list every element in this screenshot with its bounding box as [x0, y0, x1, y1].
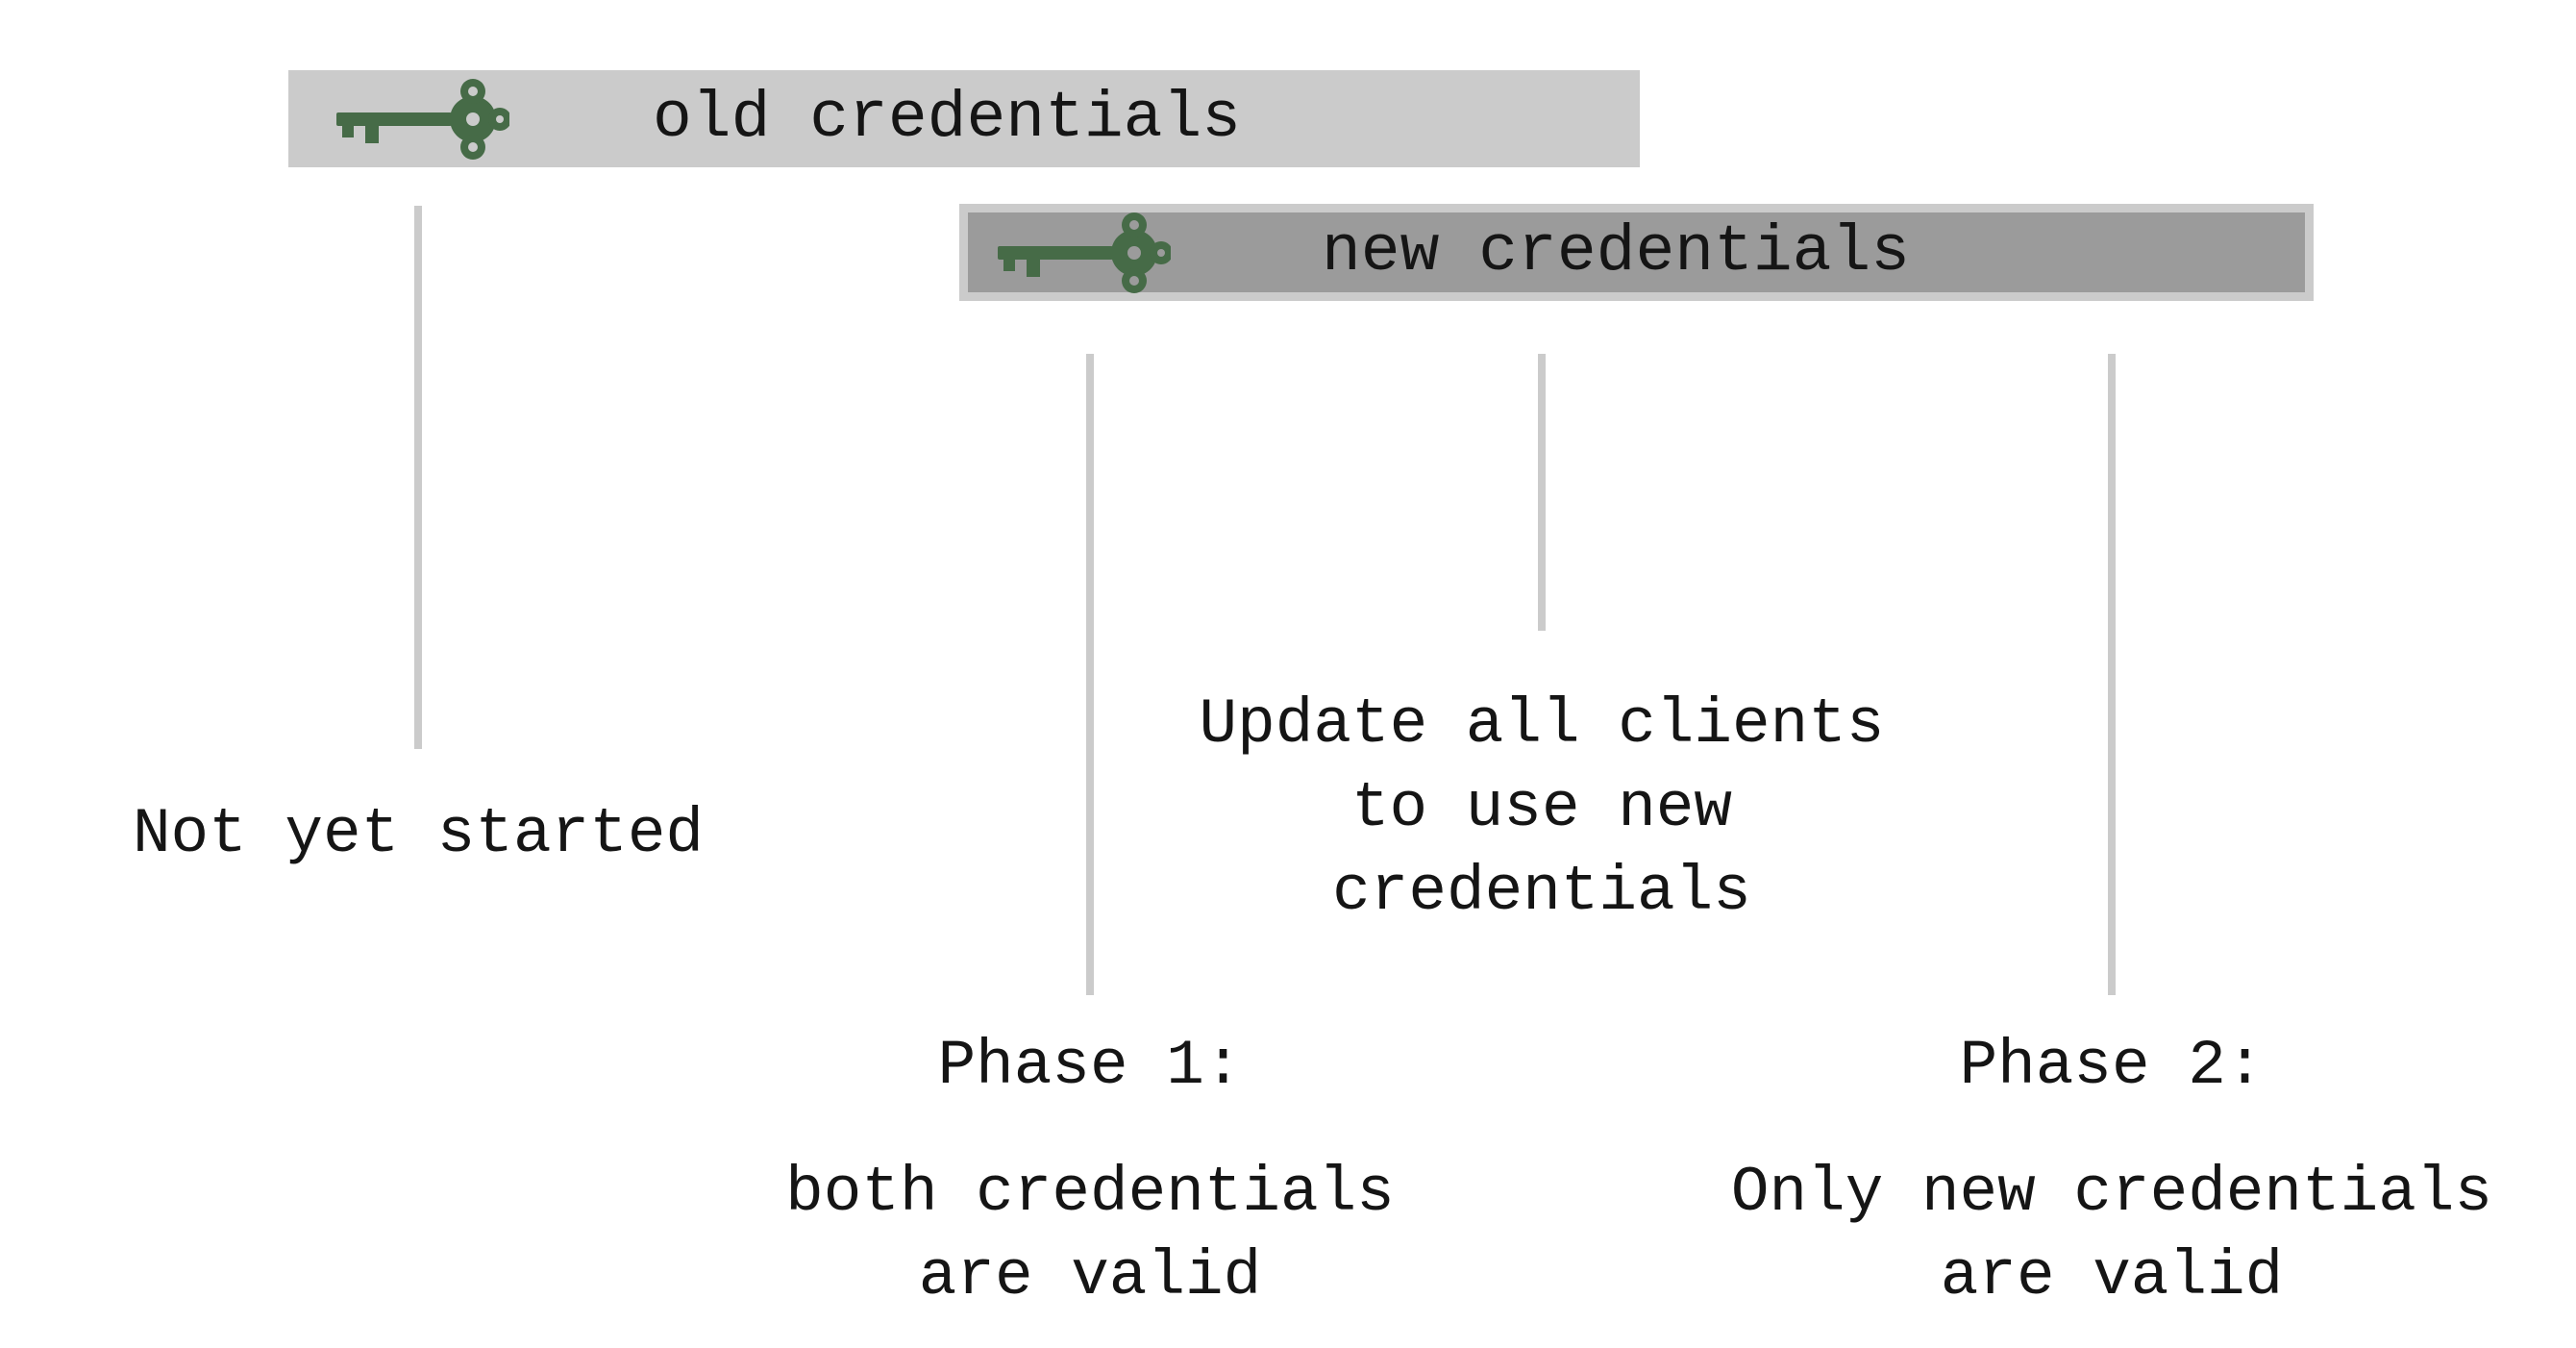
connector-phase2 [2108, 354, 2116, 995]
old-credentials-label: old credentials [653, 82, 1242, 156]
phase2-description: Only new credentials are valid [1730, 1157, 2493, 1312]
phase2-title: Phase 2: [1959, 1030, 2265, 1102]
connector-phase1 [1086, 354, 1094, 995]
phase1-description: both credentials are valid [785, 1157, 1395, 1312]
new-credentials-label: new credentials [1322, 215, 1911, 289]
new-credentials-bar: new credentials [959, 204, 2314, 301]
connector-not-started [414, 206, 422, 749]
key-icon [336, 78, 509, 160]
key-icon [998, 212, 1171, 293]
update-clients-label: Update all clients to use new credential… [1199, 688, 1885, 928]
phase1-title: Phase 1: [937, 1030, 1243, 1102]
not-yet-started-label: Not yet started [132, 798, 705, 870]
old-credentials-bar: old credentials [288, 70, 1640, 167]
connector-update-clients [1538, 354, 1546, 631]
